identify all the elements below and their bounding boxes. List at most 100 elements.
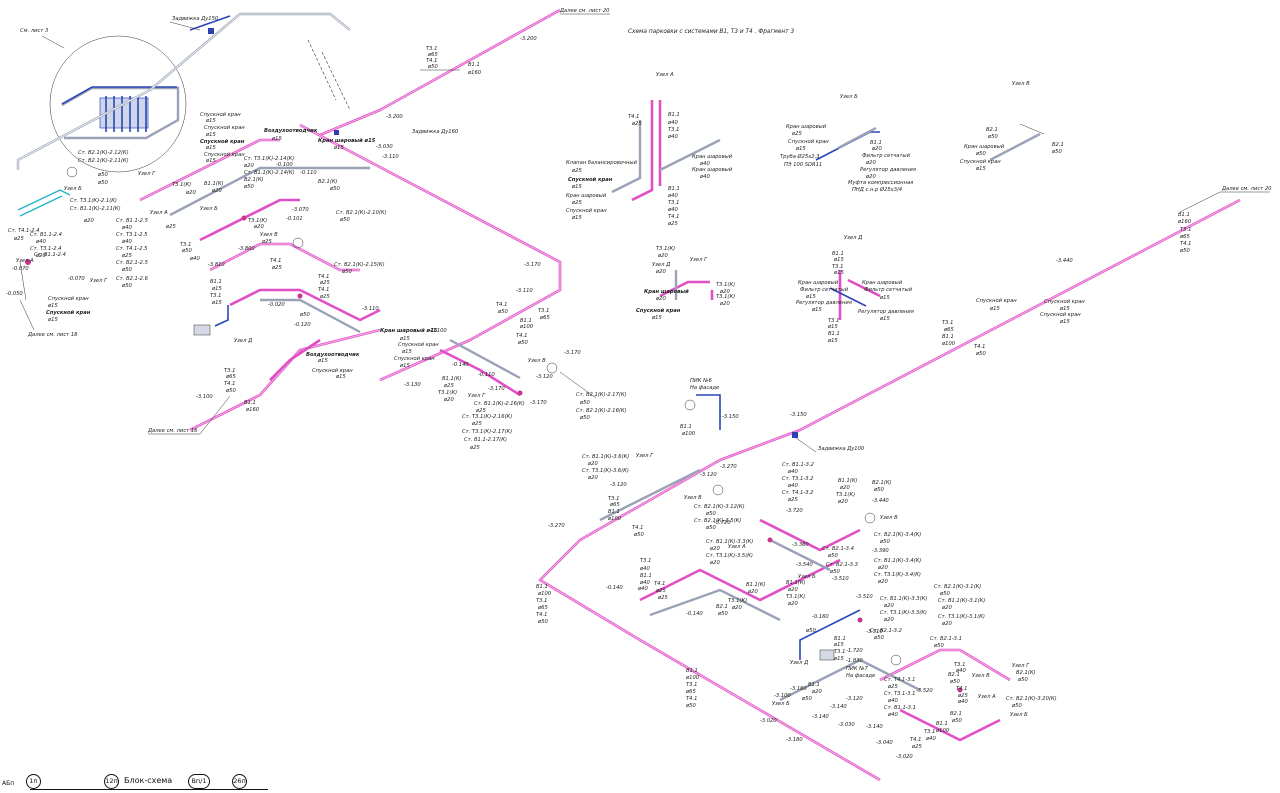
svg-text:В1.1: В1.1 <box>244 400 256 406</box>
svg-text:-3.510: -3.510 <box>866 629 883 635</box>
svg-text:Ст. В1.1(К)-3.4(К): Ст. В1.1(К)-3.4(К) <box>874 558 921 564</box>
svg-text:Узел Г: Узел Г <box>90 278 108 284</box>
svg-text:Ст. Т3.1(К)-3.4(К): Ст. Т3.1(К)-3.4(К) <box>874 572 921 578</box>
svg-text:Т3.1(К): Т3.1(К) <box>172 182 191 188</box>
svg-text:Т3.1: Т3.1 <box>834 649 845 655</box>
svg-text:Т3.1(К): Т3.1(К) <box>438 390 457 396</box>
svg-text:-0.100: -0.100 <box>276 162 293 168</box>
node-B-detail: Узел Б Кран шаровый ø25 Спускной кран ø1… <box>780 94 916 193</box>
svg-text:Ст. В2.1-2.6: Ст. В2.1-2.6 <box>116 276 149 282</box>
svg-text:Ст. Т3.1-2.5: Ст. Т3.1-2.5 <box>116 232 148 238</box>
svg-text:ø25: ø25 <box>571 200 582 206</box>
svg-text:Т3.1(К): Т3.1(К) <box>728 598 747 604</box>
svg-text:Т3.1: Т3.1 <box>1180 227 1191 233</box>
svg-text:ø50: ø50 <box>951 718 962 724</box>
svg-text:Узел А: Узел А <box>16 258 34 264</box>
svg-text:Т3.1(К): Т3.1(К) <box>248 218 267 224</box>
svg-text:Узел В: Узел В <box>1012 81 1030 87</box>
svg-text:ø40: ø40 <box>667 193 678 199</box>
svg-text:ø15: ø15 <box>399 363 410 369</box>
svg-text:ø20: ø20 <box>883 617 894 623</box>
svg-text:В2.1(К): В2.1(К) <box>1016 670 1036 676</box>
svg-text:ø40: ø40 <box>35 239 46 245</box>
svg-text:В2.1: В2.1 <box>986 127 998 133</box>
svg-text:ø15: ø15 <box>271 136 282 142</box>
svg-text:ø40: ø40 <box>787 469 798 475</box>
sheet-marker-12p[interactable]: 12п <box>104 774 119 789</box>
svg-text:-3.510: -3.510 <box>832 576 849 582</box>
svg-text:Спускной кран: Спускной кран <box>1040 312 1081 318</box>
svg-text:ø25: ø25 <box>887 684 898 690</box>
svg-text:Ст. В2.1(К)-3.20(К): Ст. В2.1(К)-3.20(К) <box>1006 696 1057 702</box>
svg-text:Спускной кран: Спускной кран <box>960 159 1001 165</box>
svg-text:Ст. В2.1-2.5: Ст. В2.1-2.5 <box>116 260 149 266</box>
svg-text:ø20: ø20 <box>587 461 598 467</box>
svg-text:ø20: ø20 <box>709 546 720 552</box>
svg-text:ø50: ø50 <box>975 151 986 157</box>
svg-text:ø25: ø25 <box>957 693 968 699</box>
svg-text:Ст. Т3.1(К)-3.1(К): Ст. Т3.1(К)-3.1(К) <box>938 614 985 620</box>
svg-text:В1.1: В1.1 <box>808 682 820 688</box>
svg-text:ø40: ø40 <box>699 161 710 167</box>
svg-text:Узел А: Узел А <box>728 544 746 550</box>
svg-text:Т3.1: Т3.1 <box>942 320 953 326</box>
svg-text:ø50: ø50 <box>873 487 884 493</box>
node-A-detail: Узел А Т4.1 ø25 В1.1 ø40 Т3.1 ø40 Клапан… <box>566 72 733 227</box>
svg-text:-3.120: -3.120 <box>846 696 863 702</box>
svg-text:В2.1(К): В2.1(К) <box>872 480 892 486</box>
svg-text:ø160: ø160 <box>467 70 482 76</box>
svg-text:ø50: ø50 <box>987 134 998 140</box>
svg-text:Далее см. лист 18: Далее см. лист 18 <box>27 332 78 338</box>
svg-text:В1.1(К): В1.1(К) <box>838 478 858 484</box>
svg-text:-0.140: -0.140 <box>686 611 703 617</box>
title-bar-rule <box>30 789 268 790</box>
svg-text:Спускной кран: Спускной кран <box>204 125 245 131</box>
svg-text:Т3.1(К): Т3.1(К) <box>656 246 675 252</box>
svg-text:ø40: ø40 <box>955 668 966 674</box>
svg-text:В1.1: В1.1 <box>686 668 698 674</box>
svg-text:ø20: ø20 <box>719 301 730 307</box>
svg-text:Ст. В1.1-2.5: Ст. В1.1-2.5 <box>116 218 149 224</box>
svg-text:-3.390: -3.390 <box>872 548 889 554</box>
svg-text:Ст. Т4.1-3.2: Ст. Т4.1-3.2 <box>782 490 813 496</box>
sheet-marker-vp1[interactable]: Вп/1 <box>188 774 210 789</box>
svg-text:ø40: ø40 <box>887 698 898 704</box>
svg-text:В1.1: В1.1 <box>936 721 948 727</box>
svg-text:Ст. В2.1(К)-2.17(К): Ст. В2.1(К)-2.17(К) <box>576 392 627 398</box>
svg-text:Узел Д: Узел Д <box>652 262 670 268</box>
svg-text:Т3.1: Т3.1 <box>686 682 697 688</box>
svg-text:ø65: ø65 <box>225 374 236 380</box>
svg-text:Кран шаровый: Кран шаровый <box>566 193 607 199</box>
svg-text:ø15: ø15 <box>1059 306 1070 312</box>
svg-text:ø40: ø40 <box>639 566 650 572</box>
svg-text:-3.120: -3.120 <box>536 374 553 380</box>
svg-text:ø50: ø50 <box>685 703 696 709</box>
svg-text:На фасаде: На фасаде <box>690 385 719 391</box>
svg-text:ø25: ø25 <box>657 595 668 601</box>
svg-text:-3.170: -3.170 <box>524 262 541 268</box>
svg-text:-3.120: -3.120 <box>700 472 717 478</box>
svg-text:-3.510: -3.510 <box>856 594 873 600</box>
fittings <box>25 28 963 693</box>
svg-text:Т3.1: Т3.1 <box>832 264 843 270</box>
svg-text:ø50: ø50 <box>933 643 944 649</box>
svg-text:Задвижка Ду100: Задвижка Ду100 <box>818 446 865 452</box>
sheet-marker-26p[interactable]: 26п <box>232 774 247 789</box>
svg-text:Узел Б: Узел Б <box>798 574 816 580</box>
svg-text:ø20: ø20 <box>941 621 952 627</box>
svg-text:-3.810: -3.810 <box>208 262 225 268</box>
svg-text:ø100: ø100 <box>685 675 700 681</box>
svg-text:ø20: ø20 <box>883 603 894 609</box>
svg-text:Регулятор давления: Регулятор давления <box>858 309 914 315</box>
svg-text:Узел В: Узел В <box>528 358 546 364</box>
svg-text:Ст. Т3.1(К)-3.5(К): Ст. Т3.1(К)-3.5(К) <box>706 553 753 559</box>
svg-text:Т4.1: Т4.1 <box>536 612 547 618</box>
svg-text:-0.050: -0.050 <box>6 291 23 297</box>
svg-text:Узел В: Узел В <box>972 673 990 679</box>
svg-text:Ст. В2.1-3.2: Ст. В2.1-3.2 <box>870 628 902 634</box>
svg-text:-3.130: -3.130 <box>404 382 421 388</box>
svg-text:ø15: ø15 <box>205 132 216 138</box>
svg-text:ø15: ø15 <box>399 336 410 342</box>
svg-text:ø20: ø20 <box>211 188 222 194</box>
sheet-marker-1p[interactable]: 1п <box>26 774 41 789</box>
